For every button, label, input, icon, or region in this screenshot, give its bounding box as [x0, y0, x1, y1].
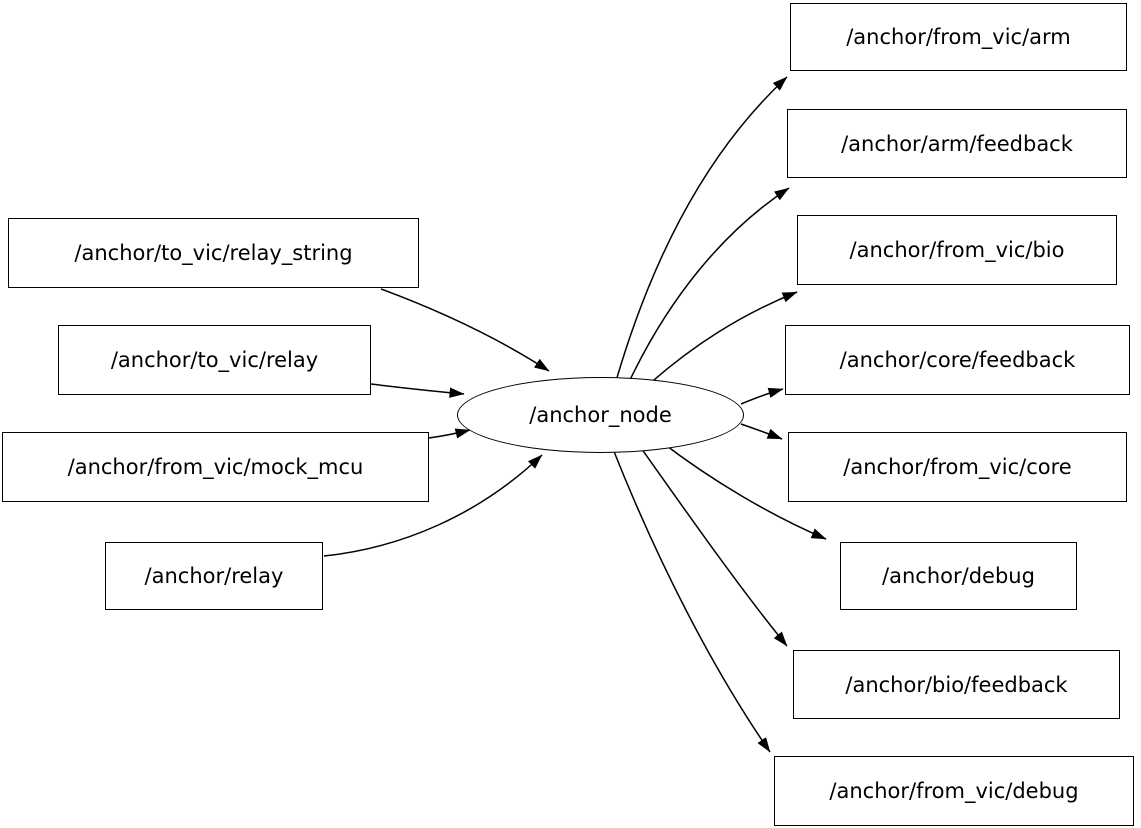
topic-label: /anchor/bio/feedback	[845, 672, 1068, 697]
topic-label: /anchor/from_vic/arm	[846, 25, 1071, 49]
edge-anchor-node-to-arm-feedback	[628, 187, 790, 383]
topic-label: /anchor/relay	[144, 564, 284, 588]
topic-label: /anchor/from_vic/bio	[849, 238, 1065, 262]
edge-anchor-node-to-bio-feedback	[638, 444, 788, 647]
node-anchor-node-label: /anchor_node	[529, 403, 672, 427]
topic-node-anchor-debug: /anchor/debug	[840, 542, 1077, 610]
edge-anchor-node-to-from-vic-bio	[646, 291, 798, 387]
topic-node-arm-feedback: /anchor/arm/feedback	[787, 109, 1127, 178]
edge-to-vic-relay-to-anchor-node	[370, 383, 465, 398]
edge-anchor-node-to-anchor-debug	[658, 439, 827, 540]
topic-label: /anchor/debug	[882, 564, 1035, 588]
edge-anchor-node-to-from-vic-debug	[612, 448, 771, 753]
topic-node-from-vic-bio: /anchor/from_vic/bio	[797, 215, 1117, 285]
topic-label: /anchor/core/feedback	[839, 348, 1076, 372]
edge-anchor-node-to-from-vic-arm	[615, 76, 788, 382]
topic-label: /anchor/to_vic/relay	[110, 348, 319, 372]
edge-from-vic-mock-mcu-to-anchor-node	[428, 428, 471, 439]
topic-node-bio-feedback: /anchor/bio/feedback	[793, 650, 1120, 719]
topic-node-from-vic-core: /anchor/from_vic/core	[788, 432, 1127, 502]
edge-anchor-relay-to-anchor-node	[323, 454, 543, 557]
topic-label: /anchor/to_vic/relay_string	[74, 241, 353, 265]
edge-anchor-node-to-core-feedback	[740, 387, 784, 405]
topic-label: /anchor/arm/feedback	[841, 131, 1073, 156]
edge-to-vic-relay-string-to-anchor-node	[380, 288, 550, 372]
topic-node-anchor-relay: /anchor/relay	[105, 542, 323, 610]
topic-node-from-vic-mock-mcu: /anchor/from_vic/mock_mcu	[2, 432, 429, 502]
topic-label: /anchor/from_vic/debug	[829, 779, 1079, 803]
node-anchor-node: /anchor_node	[457, 377, 744, 453]
topic-label: /anchor/from_vic/mock_mcu	[67, 455, 364, 479]
topic-node-to-vic-relay: /anchor/to_vic/relay	[58, 325, 371, 395]
edge-anchor-node-to-from-vic-core	[740, 423, 783, 440]
topic-node-from-vic-arm: /anchor/from_vic/arm	[790, 3, 1127, 71]
topic-label: /anchor/from_vic/core	[843, 455, 1072, 479]
topic-node-to-vic-relay-string: /anchor/to_vic/relay_string	[8, 218, 419, 288]
topic-node-from-vic-debug: /anchor/from_vic/debug	[774, 756, 1134, 826]
topic-node-core-feedback: /anchor/core/feedback	[785, 325, 1130, 395]
